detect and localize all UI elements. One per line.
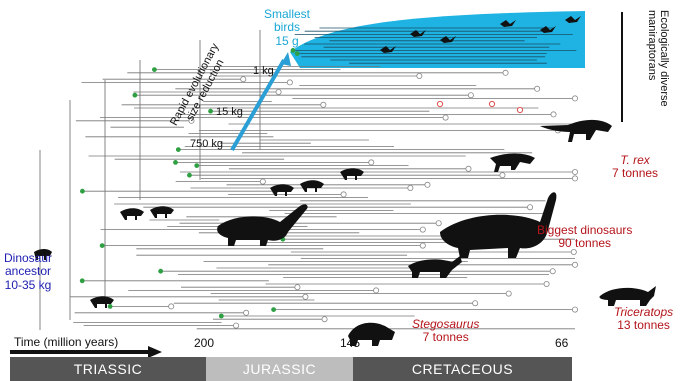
triceratops-label: Triceratops 13 tonnes (614, 306, 673, 333)
theropod-silhouette (490, 154, 535, 173)
ancestral-node-green (158, 269, 163, 274)
biggest-dinosaurs-label: Biggest dinosaurs 90 tonnes (537, 224, 632, 251)
stegosaurus-label: Stegosaurus 7 tonnes (412, 318, 479, 345)
tip-node (408, 185, 413, 190)
tick-145: 145 (340, 336, 360, 350)
small-dinosaur-silhouette (300, 180, 324, 192)
tip-node (303, 294, 308, 299)
tip-node (341, 192, 346, 197)
tip-node (544, 281, 549, 286)
ancestral-node-green (132, 93, 137, 98)
tip-node-red (489, 101, 494, 106)
tip-node (420, 243, 425, 248)
ancestral-node-green (295, 51, 300, 56)
tip-node-red (437, 101, 442, 106)
tip-node (287, 80, 292, 85)
small-dinosaur-silhouette (120, 208, 144, 220)
mass-1kg-label: 1 kg (253, 65, 274, 77)
ancestral-node-green (291, 48, 296, 53)
small-dinosaur-silhouette (150, 206, 174, 218)
tip-node (572, 96, 577, 101)
tip-node (233, 323, 238, 328)
ancestral-node-green (80, 189, 85, 194)
ancestral-node-green (80, 278, 85, 283)
phylogenetic-tree (10, 11, 656, 358)
ancestral-node-green (194, 163, 199, 168)
bird-clade-region (290, 11, 585, 68)
ancestral-node-green (176, 147, 181, 152)
ancestral-node-green (152, 67, 157, 72)
period-cretaceous: CRETACEOUS (353, 357, 572, 381)
tick-200: 200 (194, 336, 214, 350)
tip-node (436, 221, 441, 226)
tip-node (551, 112, 556, 117)
tick-66: 66 (555, 336, 568, 350)
tip-node (443, 115, 448, 120)
ancestral-node-green (271, 307, 276, 312)
tip-node (550, 269, 555, 274)
ecologically-diverse-label: Ecologically diverse maniraptorans (645, 10, 670, 107)
tip-node (572, 307, 577, 312)
ancestral-node-green (173, 160, 178, 165)
tip-node (425, 182, 430, 187)
tip-node (506, 291, 511, 296)
smallest-birds-label: Smallest birds 15 g (264, 8, 310, 48)
tip-node (295, 285, 300, 290)
tip-node (169, 304, 174, 309)
tip-node (417, 73, 422, 78)
period-jurassic: JURASSIC (206, 357, 353, 381)
tip-node (468, 93, 473, 98)
tip-node (572, 169, 577, 174)
tip-node (535, 86, 540, 91)
dinosaur-ancestor-label: Dinosaur ancestor 10-35 kg (4, 252, 52, 292)
tip-node (572, 262, 577, 267)
size-reduction-arrowhead (281, 52, 291, 66)
tip-node (527, 205, 532, 210)
trex-silhouette (540, 120, 612, 142)
tip-node (473, 301, 478, 306)
ancestral-node-green (208, 109, 213, 114)
tip-node (321, 102, 326, 107)
tip-node-red (517, 107, 522, 112)
tip-node (420, 227, 425, 232)
mass-15kg-label: 15 kg (216, 106, 243, 118)
time-axis-label: Time (million years) (14, 336, 118, 349)
tip-node (369, 160, 374, 165)
tip-node (572, 176, 577, 181)
mass-750kg-label: 750 kg (190, 138, 223, 150)
tip-node (276, 89, 281, 94)
tip-node (374, 288, 379, 293)
ancestral-node-green (108, 304, 113, 309)
tip-node (322, 317, 327, 322)
ancestral-node-green (187, 173, 192, 178)
tip-node (260, 179, 265, 184)
tip-node (500, 173, 505, 178)
tip-node (241, 77, 246, 82)
trex-label: T. rex 7 tonnes (612, 154, 658, 181)
tip-node (244, 310, 249, 315)
tip-node (503, 70, 508, 75)
ancestral-node-green (219, 314, 224, 319)
ancestral-node-green (100, 243, 105, 248)
triceratops-silhouette (599, 286, 656, 306)
period-triassic: TRIASSIC (10, 357, 206, 381)
tip-node (466, 166, 471, 171)
